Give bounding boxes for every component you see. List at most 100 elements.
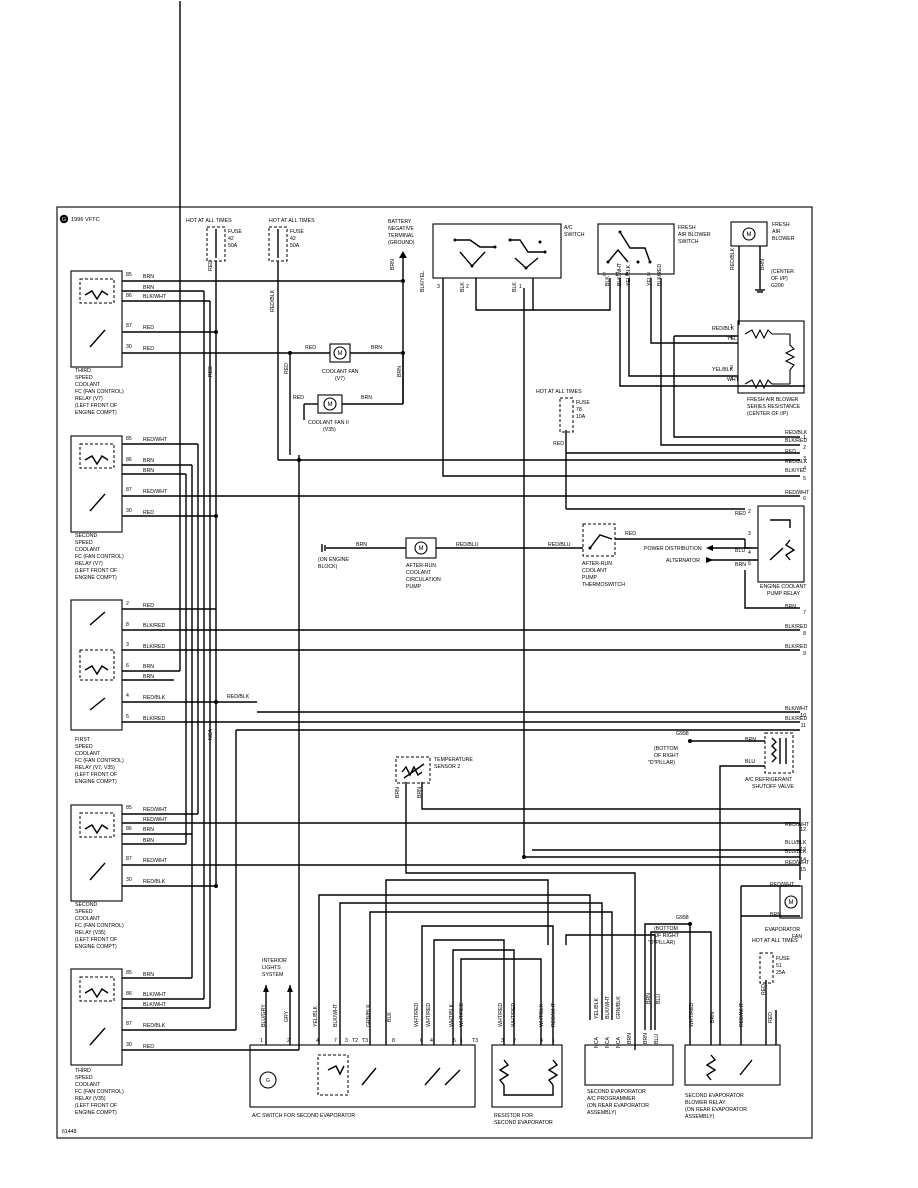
wire-color-label: BLK/YEL (785, 468, 806, 474)
wire-color-label: RED (143, 325, 154, 331)
ground-g998-lower: G998 (BOTTOM OF RIGHT "D"PILLAR) (648, 915, 692, 946)
svg-text:AFTER-RUN: AFTER-RUN (406, 563, 436, 569)
fresh-air-blower: M FRESH AIR BLOWER (CENTER OF I/P) G200 (730, 221, 795, 325)
relay-caption-5: THIRD SPEED COOLANT FC (FAN CONTROL) REL… (75, 1068, 124, 1116)
svg-text:G: G (266, 1078, 270, 1084)
svg-text:BLOCK): BLOCK) (318, 564, 338, 570)
svg-text:SECOND EVAPORATOR: SECOND EVAPORATOR (494, 1120, 553, 1126)
wire-color-label: BLU (735, 548, 745, 554)
wire-end-number: 11 (801, 723, 806, 729)
svg-text:FUSE: FUSE (576, 400, 590, 406)
svg-text:COOLANT: COOLANT (75, 916, 101, 922)
svg-text:RELAY (V35): RELAY (V35) (75, 930, 106, 936)
wire-color-label: RED (785, 449, 796, 455)
pin-number: 85 (126, 272, 132, 278)
pin-number: 1 (460, 1038, 463, 1044)
pin-number: 7 (334, 1038, 337, 1044)
wire-color-label-vertical: RED (208, 366, 214, 377)
second-speed-relay-v7 (70, 435, 123, 533)
wire-color-label-vertical: BRN (710, 1012, 716, 1023)
wire-color-label-vertical: WHT/RED (459, 1003, 465, 1027)
svg-text:FUSE: FUSE (290, 229, 304, 235)
wire-color-label-vertical: GRN/BLK (616, 996, 622, 1019)
svg-text:(V7): (V7) (335, 376, 345, 382)
pin-number: 5 (453, 1038, 456, 1044)
svg-text:COOLANT FAN II: COOLANT FAN II (308, 420, 349, 426)
wire-color-label-vertical: YEL/BLK (313, 1005, 319, 1027)
wire-color-label-vertical: BLU (654, 1034, 660, 1044)
pin-number: 8 (392, 1038, 395, 1044)
svg-text:10A: 10A (576, 414, 586, 420)
svg-text:TERMINAL: TERMINAL (388, 233, 414, 239)
svg-text:SWITCH: SWITCH (564, 232, 585, 238)
svg-text:HOT AT ALL TIMES: HOT AT ALL TIMES (186, 218, 232, 224)
svg-text:CIRCULATION: CIRCULATION (406, 577, 441, 583)
pin-number: 2 (287, 1038, 290, 1044)
series-resistance-caption: FRESH AIR BLOWER SERIES RESISTANCE (CENT… (747, 397, 801, 417)
svg-text:FAN: FAN (792, 934, 802, 940)
fuse-42-b: HOT AT ALL TIMES FUSE 42 50A (268, 218, 315, 262)
wire-color-label: BRN (143, 827, 154, 833)
wire-color-label-vertical: GRY (284, 1010, 290, 1022)
after-run-pump: (ON ENGINE BLOCK) M AFTER-RUN COOLANT CI… (318, 537, 441, 590)
wire-color-label: BRN (143, 274, 154, 280)
svg-text:BLOWER RELAY: BLOWER RELAY (685, 1100, 726, 1106)
svg-text:ASSEMBLY): ASSEMBLY) (685, 1114, 715, 1120)
second-speed-relay-v35 (70, 804, 123, 902)
svg-text:50A: 50A (228, 243, 238, 249)
wire-color-label: RED (143, 603, 154, 609)
pin-number: 86 (126, 991, 132, 997)
wire-color-label-vertical: WHT/BLK (449, 1003, 455, 1027)
wire-color-label: RED/BLK (143, 1023, 166, 1029)
pin-number: 2 (730, 365, 733, 371)
wire-color-label: BLK/RED (143, 644, 165, 650)
svg-text:M: M (338, 351, 343, 357)
svg-text:(ON REAR EVAPORATOR: (ON REAR EVAPORATOR (587, 1103, 649, 1109)
pin-number: 86 (126, 293, 132, 299)
wire-color-label-vertical: RED (284, 363, 290, 374)
svg-text:SECOND: SECOND (75, 533, 97, 539)
wire-color-label-vertical: BLK/WHT (333, 1003, 339, 1027)
svg-text:INTERIOR: INTERIOR (262, 958, 287, 964)
svg-text:FUSE: FUSE (776, 956, 790, 962)
svg-text:HOT AT ALL TIMES: HOT AT ALL TIMES (269, 218, 315, 224)
svg-text:OF I/P): OF I/P) (771, 276, 788, 282)
ac-refrigerant-shutoff-valve: A/C REFRIGERANT SHUTOFF VALVE (745, 732, 794, 790)
pin-number: 4 (316, 1038, 319, 1044)
svg-text:SECOND EVAPORATOR: SECOND EVAPORATOR (587, 1089, 646, 1095)
pin-number: 4 (430, 1038, 433, 1044)
svg-text:FC (FAN CONTROL): FC (FAN CONTROL) (75, 1089, 124, 1095)
wire-end-number: 6 (803, 496, 806, 502)
wire-color-label: RED/BLK (712, 326, 735, 332)
svg-text:COOLANT: COOLANT (75, 547, 101, 553)
svg-text:BLOWER: BLOWER (772, 236, 795, 242)
pin-number: 4 (748, 550, 751, 556)
svg-text:COOLANT: COOLANT (75, 382, 101, 388)
pin-number: 3 (647, 272, 650, 278)
pin-number: 86 (126, 457, 132, 463)
junction-dots (214, 279, 526, 888)
pin-number: 8 (126, 622, 129, 628)
svg-text:ENGINE COMPT): ENGINE COMPT) (75, 1110, 117, 1116)
wire-color-label-vertical: RED/WHT (739, 1002, 745, 1027)
svg-text:FC (FAN CONTROL): FC (FAN CONTROL) (75, 554, 124, 560)
pin-number: 6 (748, 561, 751, 567)
wire-color-label: RED/BLK (143, 695, 166, 701)
wire-color-label: BRN (143, 972, 154, 978)
relay-caption-1: THIRD SPEED COOLANT FC (FAN CONTROL) REL… (75, 368, 124, 416)
pin-number: 30 (126, 877, 132, 883)
svg-text:M: M (328, 402, 333, 408)
wire-color-label: BLU (745, 759, 755, 765)
pin-number: 6 (126, 663, 129, 669)
wire-color-label-vertical: BLK (387, 1012, 393, 1022)
wire-color-label: BRN (143, 468, 154, 474)
svg-text:SPEED: SPEED (75, 1075, 93, 1081)
svg-text:FUSE: FUSE (228, 229, 242, 235)
svg-text:SPEED: SPEED (75, 744, 93, 750)
wire-end-number: 9 (803, 651, 806, 657)
svg-text:G998: G998 (676, 731, 689, 737)
svg-text:FC (FAN CONTROL): FC (FAN CONTROL) (75, 923, 124, 929)
wire-color-label-vertical: BLU/GRY (261, 1004, 267, 1027)
svg-text:(CENTER: (CENTER (771, 269, 794, 275)
svg-text:ENGINE COMPT): ENGINE COMPT) (75, 410, 117, 416)
